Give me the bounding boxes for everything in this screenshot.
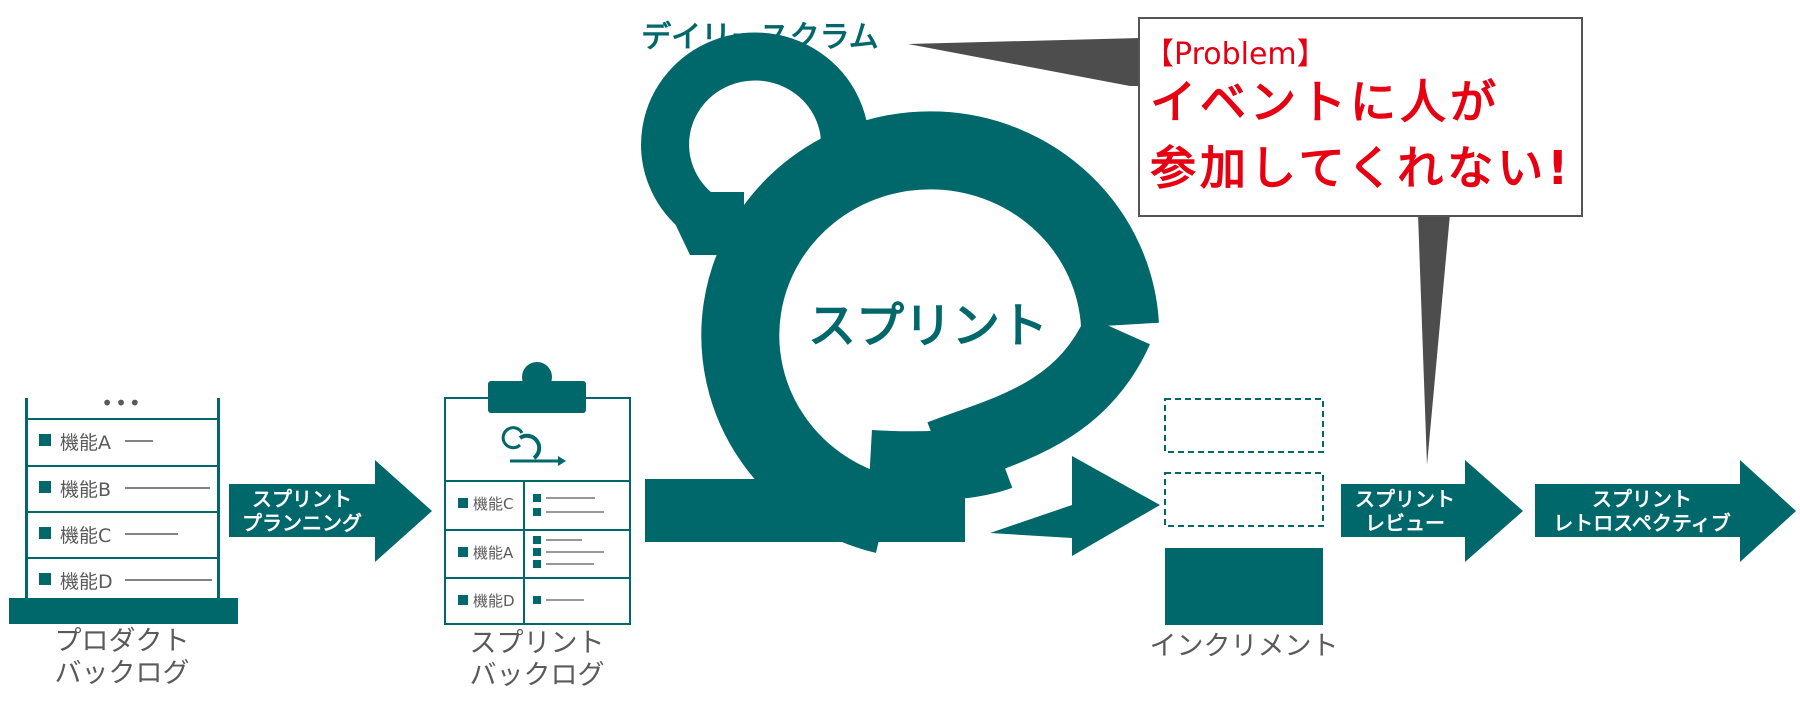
increment-caption: インクリメント	[1150, 631, 1339, 662]
sprint-planning-label: スプリント	[252, 487, 352, 511]
sprint-spiral-exit	[868, 421, 1013, 502]
task-bullet	[533, 560, 541, 568]
shelf-base	[9, 598, 238, 624]
callout-line1: イベントに人が	[1150, 75, 1500, 129]
increment-empty-slot	[1164, 398, 1324, 453]
daily-scrum-loop	[641, 32, 870, 229]
bullet-square	[39, 527, 51, 539]
callout-tag: 【Problem】	[1144, 37, 1327, 72]
sprint-spiral	[701, 111, 1159, 553]
sprint-backlog-item: 機能C	[473, 495, 513, 513]
sprint-review-arrow: スプリント レビュー	[1341, 460, 1523, 562]
bullet-square	[458, 498, 468, 508]
mini-sprint-icon	[501, 426, 566, 466]
callout-line2: 参加してくれない!	[1150, 141, 1572, 195]
increment-empty-slot	[1164, 472, 1324, 527]
shelf-right-post	[217, 398, 220, 598]
daily-scrum-arrowhead	[660, 192, 744, 255]
product-backlog-caption: プロダクト	[55, 626, 190, 657]
backlog-ellipsis: •••	[101, 391, 142, 415]
task-bullet	[533, 494, 541, 502]
backlog-item: 機能B	[60, 479, 111, 501]
sprint-retro-label: スプリント	[1592, 487, 1692, 511]
sprint-review-label: レビュー	[1365, 511, 1445, 535]
callout-pointer-bottom	[1418, 214, 1450, 465]
sprint-backlog-item: 機能D	[473, 592, 515, 610]
callout-pointer-left	[908, 38, 1140, 86]
backlog-item: 機能A	[60, 432, 111, 454]
sprint-exit-arrow	[990, 456, 1160, 556]
sprint-review-label: スプリント	[1355, 487, 1455, 511]
product-backlog-caption: バックログ	[55, 658, 190, 689]
shelf-left-post	[25, 398, 28, 598]
sprint-planning-arrow: スプリント プランニング	[229, 460, 432, 562]
task-bullet	[533, 596, 541, 604]
problem-callout: 【Problem】 イベントに人が 参加してくれない!	[908, 17, 1583, 465]
increment: インクリメント	[1150, 398, 1339, 662]
backlog-item: 機能C	[60, 525, 111, 547]
sprint-backlog: 機能C 機能A 機能D スプリント バックログ	[444, 362, 631, 691]
arrow-shape	[1341, 460, 1523, 562]
sprint-loop: スプリント デイリースクラム	[641, 20, 1160, 556]
sprint-label: スプリント	[808, 298, 1048, 354]
sprint-backlog-caption: バックログ	[470, 660, 605, 691]
bullet-square	[39, 573, 51, 585]
bullet-square	[39, 481, 51, 493]
sprint-retro-label: レトロスペクティブ	[1553, 511, 1730, 535]
clipboard-clip	[488, 381, 586, 413]
task-bullet	[533, 536, 541, 544]
task-bullet	[533, 548, 541, 556]
task-bullet	[533, 508, 541, 516]
increment-filled-block	[1165, 548, 1323, 625]
bullet-square	[458, 547, 468, 557]
sprint-backlog-item: 機能A	[473, 544, 514, 562]
sprint-backlog-caption: スプリント	[470, 628, 605, 659]
callout-box	[1138, 17, 1583, 217]
product-backlog: ••• 機能A 機能B 機能C 機能D プロダクト バックログ	[9, 391, 238, 689]
arrow-shape	[229, 460, 432, 562]
backlog-item: 機能D	[60, 571, 113, 593]
bullet-square	[39, 434, 51, 446]
arrow-shape	[1535, 460, 1796, 562]
sprint-planning-label: プランニング	[242, 511, 362, 535]
daily-scrum-label: デイリースクラム	[641, 20, 879, 55]
bullet-square	[458, 595, 468, 605]
sprint-retrospective-arrow: スプリント レトロスペクティブ	[1535, 460, 1796, 562]
